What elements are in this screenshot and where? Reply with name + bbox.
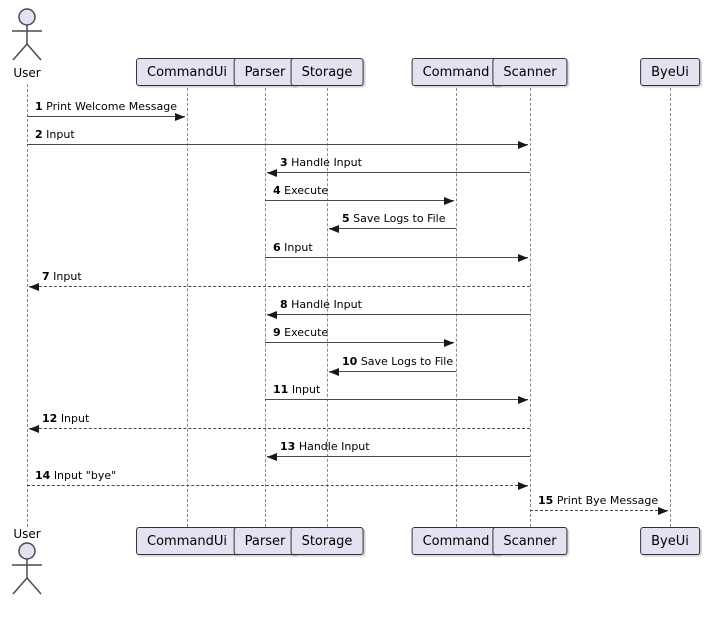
lifeline-user xyxy=(26,84,28,527)
lifeline-command xyxy=(455,88,457,527)
message-4-text: Execute xyxy=(284,184,329,197)
message-6-text: Input xyxy=(284,241,313,254)
message-4-label: 4 Execute xyxy=(273,184,328,198)
message-15-text: Print Bye Message xyxy=(556,494,659,507)
message-2-number: 2 xyxy=(35,128,43,141)
message-7-line xyxy=(29,286,530,287)
message-9-number: 9 xyxy=(273,326,281,339)
message-3-line xyxy=(267,172,530,173)
message-5-arrowhead xyxy=(329,224,339,233)
actor-user-label-top: User xyxy=(13,66,41,80)
message-2-line xyxy=(27,144,528,145)
message-12-line xyxy=(29,428,530,429)
participant-command-top: Command xyxy=(411,58,501,86)
message-13-label: 13 Handle Input xyxy=(280,440,370,454)
message-1-label: 1 Print Welcome Message xyxy=(35,100,177,114)
message-8-text: Handle Input xyxy=(291,298,362,311)
message-6-line xyxy=(265,257,528,258)
participant-parser-bottom: Parser xyxy=(233,527,297,555)
message-12-arrowhead xyxy=(29,424,39,433)
message-11-number: 11 xyxy=(273,383,289,396)
message-10-label: 10 Save Logs to File xyxy=(342,355,453,369)
message-2-arrowhead xyxy=(518,140,528,149)
message-6-number: 6 xyxy=(273,241,281,254)
message-8-number: 8 xyxy=(280,298,288,311)
message-4-line xyxy=(265,200,454,201)
message-11-line xyxy=(265,399,528,400)
message-1-arrowhead xyxy=(175,112,185,121)
message-5-text: Save Logs to File xyxy=(353,212,446,225)
participant-byeui-top: ByeUi xyxy=(640,58,700,86)
message-4-number: 4 xyxy=(273,184,281,197)
message-9-text: Execute xyxy=(284,326,329,339)
message-1-number: 1 xyxy=(35,100,43,113)
message-8-label: 8 Handle Input xyxy=(280,298,362,312)
actor-user-figure-bottom xyxy=(5,542,49,602)
message-2-text: Input xyxy=(46,128,75,141)
message-14-text: Input "bye" xyxy=(53,469,117,482)
message-8-arrowhead xyxy=(267,310,277,319)
participant-commandui-top: CommandUi xyxy=(136,58,238,86)
message-6-label: 6 Input xyxy=(273,241,313,255)
message-15-number: 15 xyxy=(538,494,554,507)
message-9-arrowhead xyxy=(444,338,454,347)
message-5-number: 5 xyxy=(342,212,350,225)
message-4-arrowhead xyxy=(444,196,454,205)
message-10-arrowhead xyxy=(329,367,339,376)
message-2-label: 2 Input xyxy=(35,128,75,142)
message-14-number: 14 xyxy=(35,469,51,482)
participant-parser-top: Parser xyxy=(233,58,297,86)
message-9-label: 9 Execute xyxy=(273,326,328,340)
message-13-line xyxy=(267,456,530,457)
message-1-text: Print Welcome Message xyxy=(46,100,177,113)
message-14-label: 14 Input "bye" xyxy=(35,469,116,483)
message-6-arrowhead xyxy=(518,253,528,262)
participant-byeui-bottom: ByeUi xyxy=(640,527,700,555)
message-15-label: 15 Print Bye Message xyxy=(538,494,658,508)
message-14-line xyxy=(27,485,528,486)
participant-storage-top: Storage xyxy=(290,58,364,86)
message-3-arrowhead xyxy=(267,168,277,177)
message-12-number: 12 xyxy=(42,412,58,425)
lifeline-byeui xyxy=(669,88,671,527)
message-15-arrowhead xyxy=(658,506,668,515)
participant-commandui-bottom: CommandUi xyxy=(136,527,238,555)
actor-user-figure-top xyxy=(5,8,49,68)
message-1-line xyxy=(27,116,185,117)
participant-scanner-top: Scanner xyxy=(492,58,568,86)
message-7-number: 7 xyxy=(42,270,50,283)
message-7-text: Input xyxy=(53,270,82,283)
message-7-arrowhead xyxy=(29,282,39,291)
message-10-text: Save Logs to File xyxy=(360,355,454,368)
message-3-label: 3 Handle Input xyxy=(280,156,362,170)
message-11-arrowhead xyxy=(518,395,528,404)
message-7-label: 7 Input xyxy=(42,270,82,284)
message-5-label: 5 Save Logs to File xyxy=(342,212,445,226)
message-11-label: 11 Input xyxy=(273,383,320,397)
message-15-line xyxy=(530,510,668,511)
message-3-number: 3 xyxy=(280,156,288,169)
participant-scanner-bottom: Scanner xyxy=(492,527,568,555)
participant-storage-bottom: Storage xyxy=(290,527,364,555)
lifeline-scanner xyxy=(529,88,531,527)
message-11-text: Input xyxy=(291,383,321,396)
lifeline-commandui xyxy=(186,88,188,527)
message-5-line xyxy=(329,228,456,229)
message-3-text: Handle Input xyxy=(291,156,362,169)
actor-user-label-bottom: User xyxy=(13,527,41,541)
message-12-label: 12 Input xyxy=(42,412,89,426)
lifeline-parser xyxy=(264,88,266,527)
message-12-text: Input xyxy=(60,412,90,425)
message-14-arrowhead xyxy=(518,481,528,490)
message-10-line xyxy=(329,371,456,372)
message-10-number: 10 xyxy=(342,355,358,368)
message-13-number: 13 xyxy=(280,440,296,453)
message-13-arrowhead xyxy=(267,452,277,461)
message-13-text: Handle Input xyxy=(298,440,370,453)
message-8-line xyxy=(267,314,530,315)
lifeline-storage xyxy=(326,88,328,527)
message-9-line xyxy=(265,342,454,343)
participant-command-bottom: Command xyxy=(411,527,501,555)
